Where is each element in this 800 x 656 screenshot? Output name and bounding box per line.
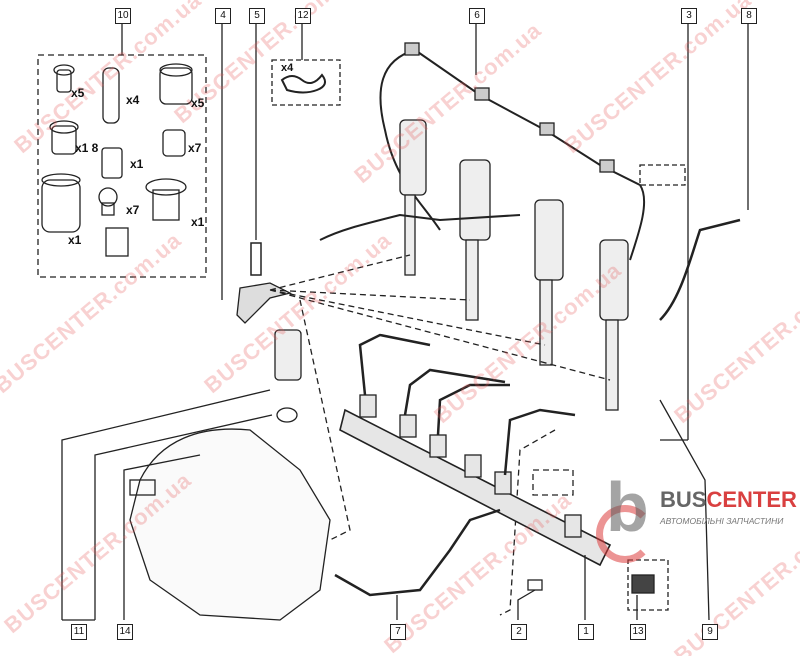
callout-3: 3 (681, 8, 697, 24)
qty-label: x4 (126, 93, 140, 107)
qty-label: x1 (68, 233, 82, 247)
callout-6: 6 (469, 8, 485, 24)
callout-7: 7 (390, 624, 406, 640)
logo-text: BUSCENTER (660, 487, 797, 513)
logo-center: CENTER (706, 487, 797, 512)
high-pressure-pump (129, 428, 331, 621)
callout-2: 2 (511, 624, 527, 640)
callout-13: 13 (630, 624, 646, 640)
qty-label: x7 (126, 203, 140, 217)
injectors (399, 119, 629, 411)
callout-11: 11 (71, 624, 87, 640)
fuel-rail (339, 394, 612, 567)
logo-c-mark (596, 505, 654, 563)
callout-8: 8 (741, 8, 757, 24)
callout-12: 12 (295, 8, 311, 24)
qty-label: x5 (191, 96, 205, 110)
qty-label: x1 (130, 157, 144, 171)
logo-bus: BUS (660, 487, 707, 512)
callout-4: 4 (215, 8, 231, 24)
qty-label: x7 (188, 141, 202, 155)
callout-10: 10 (115, 8, 131, 24)
callout-14: 14 (117, 624, 133, 640)
callout-1: 1 (578, 624, 594, 640)
qty-label: x5 (71, 86, 85, 100)
qty-label: x4 (281, 62, 294, 74)
logo-b-mark: b (606, 468, 649, 546)
callout-5: 5 (249, 8, 265, 24)
kit-items (41, 63, 193, 257)
qty-label: x1 8 (75, 141, 99, 155)
callout-9: 9 (702, 624, 718, 640)
qty-label: x1 (191, 215, 205, 229)
logo-tagline: АВТОМОБІЛЬНІ ЗАПЧАСТИНИ (660, 516, 784, 526)
